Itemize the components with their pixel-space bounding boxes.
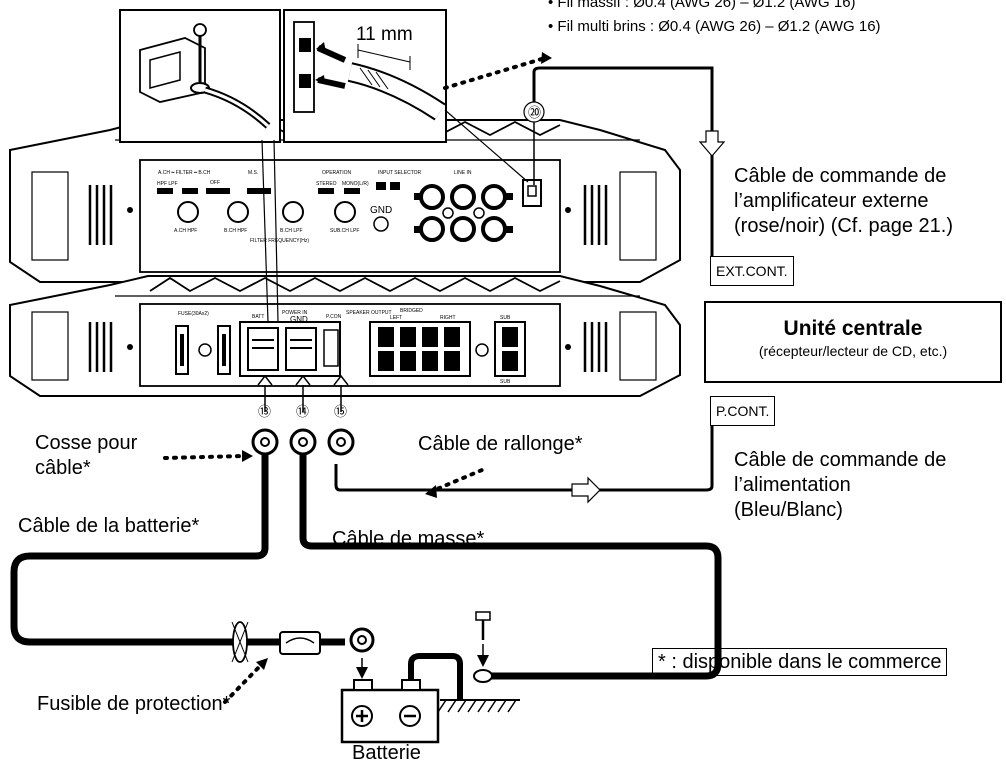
- panel-filter-label: A.CH ━ FILTER ━ B.CH: [158, 170, 211, 176]
- callout-15: ⑮: [334, 404, 347, 419]
- battery-cable-label: Câble de la batterie*: [18, 515, 200, 537]
- ext-cont-label: EXT.CONT.: [710, 256, 794, 286]
- panel-left-label: LEFT: [390, 315, 402, 321]
- power-ctrl-cable-line3: (Bleu/Blanc): [734, 499, 843, 521]
- head-unit-box: Unité centrale (récepteur/lecteur de CD,…: [704, 301, 1002, 383]
- ext-amp-cable-line2: l’amplificateur externe: [734, 190, 929, 212]
- panel-pcon-label: P.CON: [326, 314, 342, 320]
- availability-note: * : disponible dans le commerce: [652, 648, 948, 676]
- wire-spec-solid: • Fil massif : Ø0.4 (AWG 26) – Ø1.2 (AWG…: [548, 0, 856, 11]
- head-unit-title: Unité centrale: [783, 317, 923, 340]
- amplifier-lower: FUSE(30Ax2) BATT POWER IN GND P.CON SPEA…: [9, 275, 681, 397]
- knob-label-a-hpf: A.CH HPF: [174, 228, 197, 234]
- panel-line-in-label: LINE IN: [454, 170, 472, 176]
- knob-label-sub-lpf: SUB.CH LPF: [330, 228, 359, 234]
- strip-length-label: 11 mm: [356, 24, 413, 45]
- ext-amp-cable-line3: (rose/noir) (Cf. page 21.): [734, 215, 953, 237]
- panel-sub-label: SUB: [500, 315, 511, 321]
- terminal-label-line2: câble*: [35, 457, 91, 479]
- wire-spec-stranded: • Fil multi brins : Ø0.4 (AWG 26) – Ø1.2…: [548, 18, 881, 35]
- p-cont-label: P.CONT.: [710, 396, 776, 426]
- panel-input-selector-label: INPUT SELECTOR: [378, 170, 422, 176]
- panel-power-in-label: POWER IN: [282, 310, 308, 316]
- ground-cable-label: Câble de masse*: [332, 528, 485, 550]
- panel-gnd-label: GND: [370, 205, 392, 216]
- power-ctrl-cable-line1: Câble de commande de: [734, 449, 947, 471]
- panel-right-label: RIGHT: [440, 315, 456, 321]
- fuse-label: Fusible de protection*: [37, 693, 231, 715]
- control-wiring: [334, 52, 726, 504]
- knob-label-b-lpf: B.CH LPF: [280, 228, 303, 234]
- panel-batt-label: BATT: [252, 314, 264, 320]
- panel-operation-label: OPERATION: [322, 170, 351, 176]
- callout-14: ⑭: [296, 404, 309, 419]
- panel-hpf-lpf-label: HPF LPF: [157, 181, 178, 187]
- power-wiring: [10, 374, 722, 744]
- panel-mono-label: MONO(L/R): [342, 181, 369, 187]
- panel-sub-label-bottom: SUB: [500, 379, 511, 385]
- panel-ms-label: M.S.: [248, 170, 258, 176]
- panel-stereo-label: STEREO: [316, 181, 337, 187]
- terminal-label-line1: Cosse pour: [35, 432, 138, 454]
- panel-fuse-label: FUSE(30Ax2): [178, 311, 209, 317]
- panel-bridged-label: BRIDGED: [400, 308, 423, 314]
- inset-strip-wire: [283, 9, 447, 143]
- battery-label: Batterie: [352, 742, 421, 762]
- panel-off-label: OFF: [210, 180, 220, 186]
- callout-13: ⑬: [258, 404, 271, 419]
- head-unit-subtitle: (récepteur/lecteur de CD, etc.): [758, 343, 948, 359]
- ext-amp-cable-line1: Câble de commande de: [734, 165, 947, 187]
- amplifier-upper: A.CH ━ FILTER ━ B.CH M.S. OPERATION INPU…: [9, 119, 681, 283]
- inset-terminal-screw: [119, 9, 281, 143]
- panel-gnd-terminal-label: GND: [290, 315, 308, 324]
- extension-cable-label: Câble de rallonge*: [418, 433, 583, 455]
- callout-20: ⑳: [528, 105, 541, 120]
- knob-label-b-hpf: B.CH HPF: [224, 228, 247, 234]
- panel-filter-freq-label: FILTER FREQUENCY(Hz): [250, 238, 309, 244]
- power-ctrl-cable-line2: l’alimentation: [734, 474, 851, 496]
- panel-speaker-output-label: SPEAKER OUTPUT: [346, 310, 392, 316]
